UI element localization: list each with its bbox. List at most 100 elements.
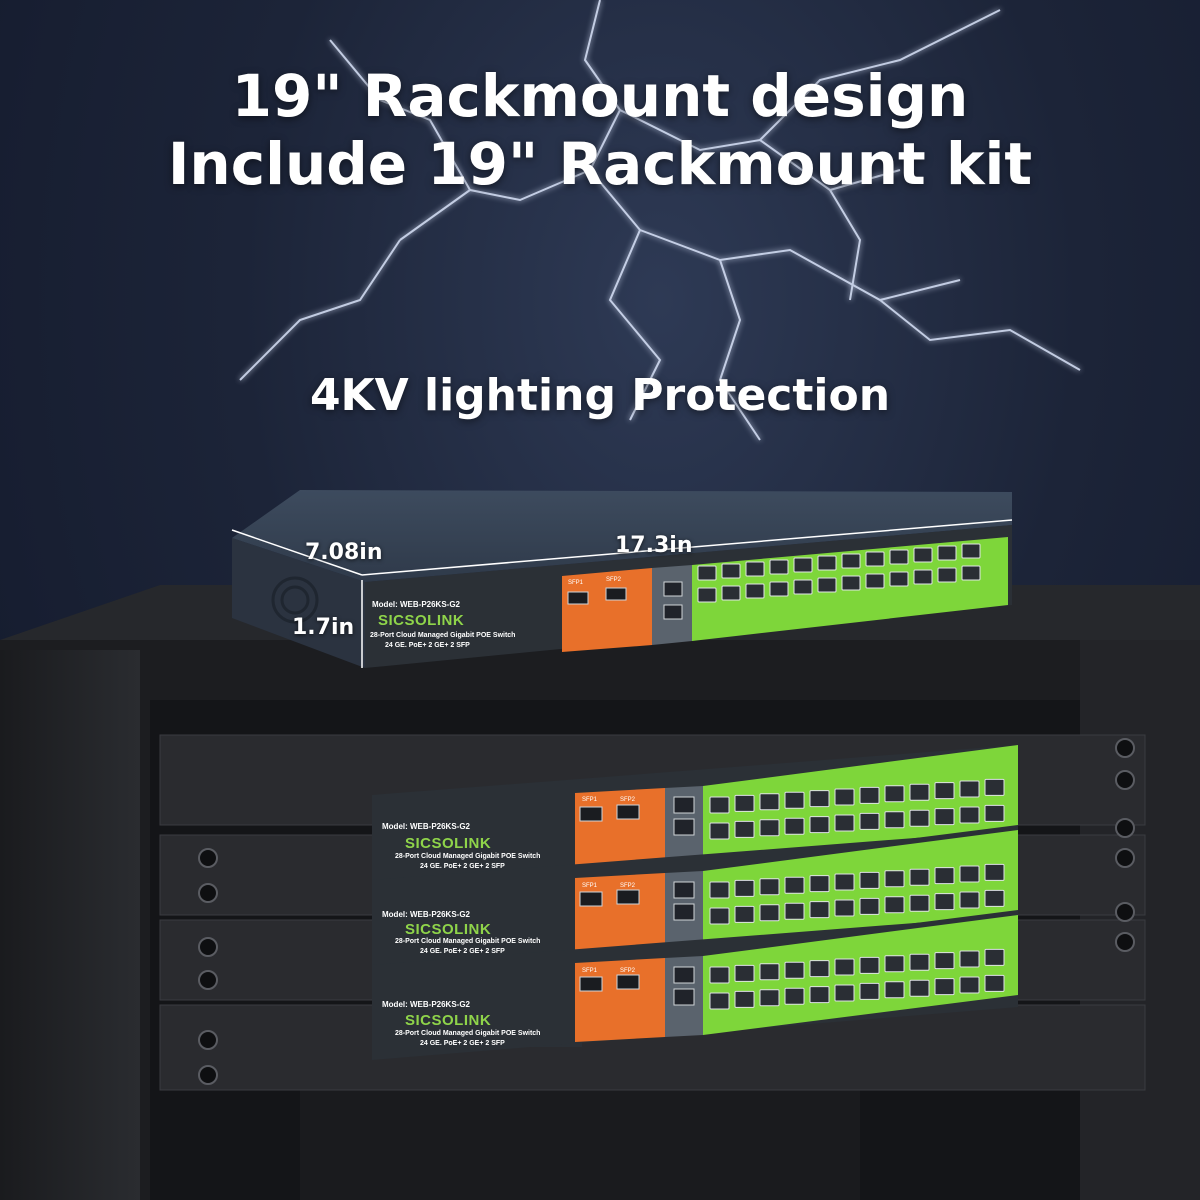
top-switch-rj45-port — [841, 575, 861, 591]
rack-switch-3-rj45-port — [834, 984, 855, 1002]
top-switch-rj45-port — [841, 553, 861, 569]
rack-switch-1-rj45-port — [859, 812, 880, 830]
rack-switch-3-rj45-port — [809, 960, 830, 978]
rack-switch-1-rj45-port — [984, 778, 1005, 796]
headline-line-2: Include 19" Rackmount kit — [167, 130, 1033, 198]
rack-switch-1-rj45-port — [884, 785, 905, 803]
headline-line-1: 19" Rackmount design — [231, 62, 969, 130]
rack-switch-1-rj45-port — [784, 791, 805, 809]
top-switch-rj45-port — [769, 581, 789, 597]
top-switch-sfp2-label: SFP2 — [606, 577, 622, 583]
top-switch-model: Model: WEB-P26KS-G2 — [372, 600, 461, 609]
rack-switch-1-rj45-port — [984, 804, 1005, 822]
rack-switch-1-rj45-port — [834, 788, 855, 806]
rack-left-post — [0, 650, 140, 1200]
rack-switches — [372, 745, 1018, 1060]
rack-switch-2-combo-port-2 — [673, 903, 695, 921]
top-switch-rj45-port — [745, 583, 765, 599]
top-switch-sfp2-port — [605, 587, 627, 601]
rack-switch-2-rj45-port — [759, 878, 780, 896]
rack-switch-3-rj45-port — [834, 958, 855, 976]
rack-switch-2-rj45-port — [859, 871, 880, 889]
top-switch-rj45-port — [697, 587, 717, 603]
top-switch-rj45-port — [937, 567, 957, 583]
top-switch-rj45-port — [865, 573, 885, 589]
dimension-depth-label: 7.08in — [305, 540, 383, 565]
rack-switch-1-rj45-port — [809, 816, 830, 834]
rack-switch-2-rj45-port — [859, 897, 880, 915]
rack-switch-3-rj45-port — [784, 961, 805, 979]
rack-switch-2-rj45-port — [884, 896, 905, 914]
rack-switch-2-rj45-port — [834, 873, 855, 891]
top-switch-rj45-port — [817, 577, 837, 593]
rack-switch-1-sfp1-label: SFP1 — [582, 797, 598, 803]
top-switch-rj45-port — [769, 559, 789, 575]
rack-switch-1-combo-port-2 — [673, 818, 695, 836]
rack-switch-3-port-panel — [703, 915, 1018, 1035]
rack-switch-3-rj45-port — [734, 990, 755, 1008]
top-switch-brand: SICSOLINK — [378, 612, 465, 629]
rack-switch-2-rj45-port — [834, 899, 855, 917]
top-switch-rj45-port — [937, 545, 957, 561]
rack-switch-1-rj45-port — [809, 790, 830, 808]
rack-switch-1-rj45-port — [859, 786, 880, 804]
top-switch-rj45-port — [961, 565, 981, 581]
rack-switch-1-rj45-port — [909, 783, 930, 801]
rack-switch-3-rj45-port — [859, 982, 880, 1000]
dimension-height-label: 1.7in — [292, 615, 355, 640]
rack-switch-2-combo-port-1 — [673, 881, 695, 899]
rack-switch-1-combo-port-1 — [673, 796, 695, 814]
rack-switch-2-rj45-port — [709, 907, 730, 925]
rack-switch-1-rj45-port — [959, 780, 980, 798]
rack-switch-1-rj45-port — [909, 809, 930, 827]
rack-switch-2-desc-2: 24 GE. PoE+ 2 GE+ 2 SFP — [420, 948, 505, 955]
rack-switch-3-rj45-port — [784, 987, 805, 1005]
top-switch-rj45-port — [721, 585, 741, 601]
rack-switch-1-rj45-port — [834, 814, 855, 832]
rack-switch-3-combo-port-1 — [673, 966, 695, 984]
rack-switch-3-rj45-port — [934, 952, 955, 970]
rack-switch-2-rj45-port — [884, 870, 905, 888]
rack-switch-2-sfp2-label: SFP2 — [620, 883, 636, 889]
top-switch-combo-port-1 — [663, 581, 683, 597]
rack-switch-2-sfp1-label: SFP1 — [582, 883, 598, 889]
rack-switch-2-rj45-port — [784, 902, 805, 920]
dimension-lines — [231, 519, 1013, 668]
rack-switch-3-desc-2: 24 GE. PoE+ 2 GE+ 2 SFP — [420, 1040, 505, 1047]
rack-switch-3-rj45-port — [934, 978, 955, 996]
rack-switch-3-rj45-port — [909, 953, 930, 971]
rack-switch-3-rj45-port — [734, 964, 755, 982]
top-switch-sfp1-label: SFP1 — [568, 580, 584, 586]
rack-switch-3-rj45-port — [959, 976, 980, 994]
headline-line-3: 4KV lighting Protection — [309, 370, 891, 421]
rack-switch-2-rj45-port — [759, 904, 780, 922]
rack-switch-1-port-panel — [703, 745, 1018, 865]
top-switch-sfp1-port — [567, 591, 589, 605]
rack-switch-1-sfp2-label: SFP2 — [620, 797, 636, 803]
rack-switch-3-model: Model: WEB-P26KS-G2 — [382, 1000, 471, 1009]
rack-switch-3-sfp2-label: SFP2 — [620, 968, 636, 974]
rack-switch-2-rj45-port — [984, 889, 1005, 907]
rack-switch-2-rj45-port — [984, 863, 1005, 881]
top-switch-rj45-port — [721, 563, 741, 579]
rack-switch-1-rj45-port — [709, 822, 730, 840]
rack-switch-3-rj45-port — [884, 955, 905, 973]
top-switch-rj45-port — [745, 561, 765, 577]
top-switch-rj45-port — [793, 579, 813, 595]
rack-switch-1-rj45-port — [759, 793, 780, 811]
top-switch-rj45-port — [913, 569, 933, 585]
rack-switch-3-desc-1: 28-Port Cloud Managed Gigabit POE Switch — [395, 1030, 541, 1037]
rack-switch-1-model: Model: WEB-P26KS-G2 — [382, 822, 471, 831]
rack-switch-2-rj45-port — [734, 879, 755, 897]
rack-switch-3-rj45-port — [909, 979, 930, 997]
rack-switch-2-rj45-port — [709, 881, 730, 899]
rack-switch-3-rj45-port — [709, 966, 730, 984]
top-switch-rj45-port — [697, 565, 717, 581]
top-switch-rj45-port — [817, 555, 837, 571]
rack-switch-3-brand: SICSOLINK — [405, 1012, 492, 1029]
rack-switch-3-rj45-port — [984, 948, 1005, 966]
rack-switch-1-rj45-port — [759, 819, 780, 837]
rack-switch-2-desc-1: 28-Port Cloud Managed Gigabit POE Switch — [395, 938, 541, 945]
top-switch-rj45-port — [793, 557, 813, 573]
